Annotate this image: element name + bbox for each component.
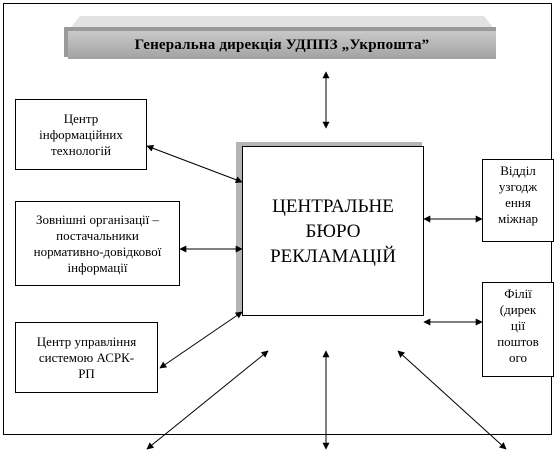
box-external-orgs-line: інформації [67,259,128,275]
header-banner: Генеральна дирекція УДППЗ „Укрпошта” [68,31,496,59]
box-control-center: Центр управління системою АСРК- РП [15,322,158,393]
box-intl-dept: Відділ узгодж ення міжнар [482,159,554,242]
center-box: ЦЕНТРАЛЬНЕ БЮРО РЕКЛАМАЦІЙ [242,146,424,316]
box-intl-dept-line: Відділ [500,163,536,178]
arrow-it-center [146,144,243,184]
center-box-line: ЦЕНТРАЛЬНЕ [272,195,394,217]
arrow-control-center [159,311,243,369]
box-branches-line: (дирек [499,302,537,317]
box-control-center-line: Центр управління [36,333,137,349]
box-it-center-line: інформаційних [39,126,123,142]
box-it-center-line: Центр [63,110,99,126]
box-control-center-line: РП [78,365,95,381]
box-external-orgs-line: Зовнішні організації – [35,211,160,227]
header-title: Генеральна дирекція УДППЗ „Укрпошта” [134,36,430,53]
box-branches-line: Філії [504,286,532,301]
center-box-line: РЕКЛАМАЦІЙ [270,245,396,267]
box-external-orgs-line: нормативно-довідкової [33,243,162,259]
box-intl-dept-line: узгодж [498,179,538,194]
arrow-bottom-right [397,350,507,450]
box-branches-line: поштов [497,334,539,349]
arrow-bottom-left [146,350,269,450]
box-it-center-line: технологій [51,142,111,158]
box-it-center: Центр інформаційних технологій [15,99,147,170]
box-control-center-line: системою АСРК- [38,349,135,365]
box-intl-dept-line: міжнар [497,211,539,226]
center-box-line: БЮРО [305,220,361,242]
box-branches-line: ого [508,350,527,365]
box-external-orgs: Зовнішні організації – постачальники нор… [15,201,180,286]
box-branches-line: ції [510,318,526,333]
box-intl-dept-line: ення [505,195,531,210]
box-external-orgs-line: постачальники [56,227,139,243]
